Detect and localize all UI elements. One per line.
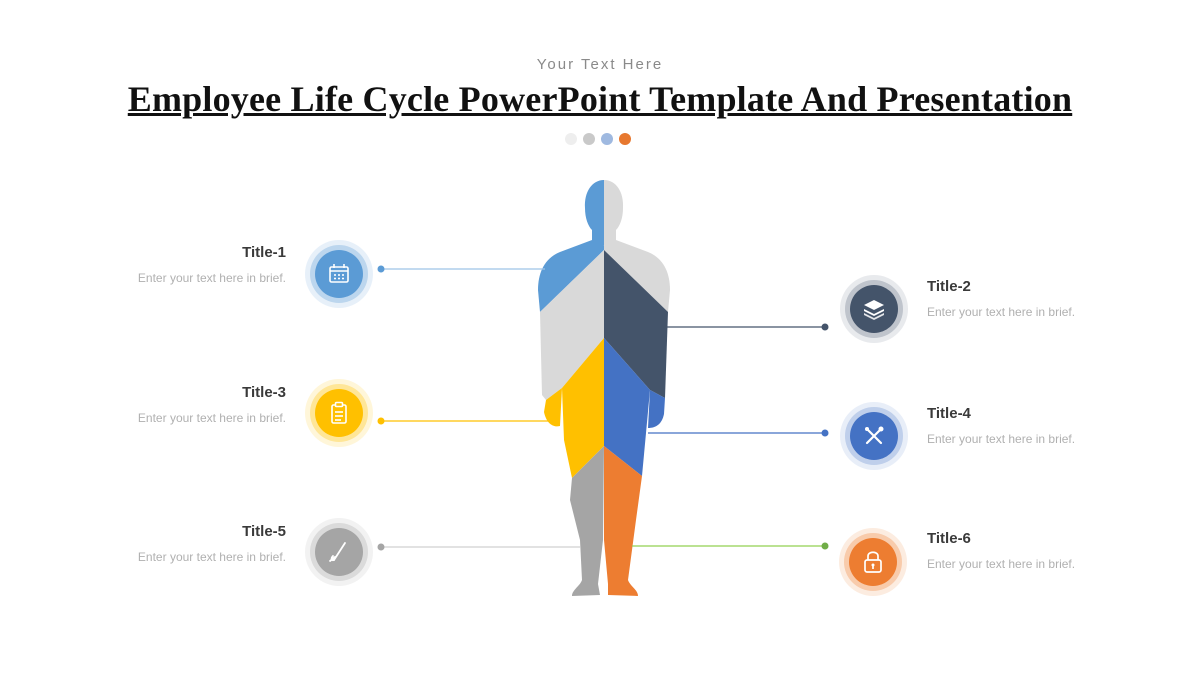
item-title: Title-4 [927, 405, 971, 422]
item-title: Title-1 [242, 244, 286, 261]
icon-badge-title-3 [305, 379, 373, 447]
item-text: Enter your text here in brief. [927, 305, 1076, 319]
icon-badge-title-2 [840, 275, 908, 343]
item-title-5: Title-5 Enter your text here in brief. [60, 523, 286, 564]
tools-icon [865, 426, 884, 445]
calendar-icon [329, 264, 349, 283]
figure-hip-right [604, 338, 650, 476]
indicator-dot [565, 133, 577, 145]
connector-dot-title-2 [821, 323, 829, 331]
figure-hip-left [562, 338, 604, 478]
icon-badge-title-6 [839, 528, 907, 596]
connector-dot-title-3 [377, 417, 385, 425]
figure-hand-left [544, 388, 562, 427]
figure-hand-right [648, 390, 665, 428]
item-title: Title-5 [242, 523, 286, 540]
subtitle: Your Text Here [536, 56, 664, 73]
figure-shoulder-left [538, 240, 604, 312]
item-text: Enter your text here in brief. [137, 550, 286, 564]
connector-dot-title-5 [377, 543, 385, 551]
item-text: Enter your text here in brief. [927, 432, 1076, 446]
item-title-3: Title-3 Enter your text here in brief. [60, 384, 286, 425]
lock-icon [864, 551, 882, 573]
figure-chest-right [604, 250, 668, 398]
connector-dot-title-1 [377, 265, 385, 273]
item-title: Title-2 [927, 278, 971, 295]
pen-icon [329, 542, 346, 562]
item-title-6: Title-6 Enter your text here in brief. [927, 530, 1167, 571]
item-title-1: Title-1 Enter your text here in brief. [60, 244, 286, 285]
item-title-4: Title-4 Enter your text here in brief. [927, 405, 1167, 446]
indicator-dot [619, 133, 631, 145]
clipboard-icon [331, 401, 347, 424]
figure-shoulder-right [604, 240, 670, 312]
icon-badge-title-4 [840, 402, 908, 470]
icon-badge-title-5 [305, 518, 373, 586]
item-text: Enter your text here in brief. [137, 271, 286, 285]
indicator-dots [565, 133, 631, 145]
figure-head-left [584, 180, 604, 246]
connector-lines [377, 265, 829, 551]
connector-dot-title-6 [821, 542, 829, 550]
layers-icon [864, 300, 884, 320]
indicator-dot [601, 133, 613, 145]
figure-leg-right [604, 446, 642, 596]
item-text: Enter your text here in brief. [927, 557, 1076, 571]
item-text: Enter your text here in brief. [137, 411, 286, 425]
icon-badge-title-1 [305, 240, 373, 308]
item-title: Title-3 [242, 384, 286, 401]
indicator-dot [583, 133, 595, 145]
figure-head-right [604, 180, 624, 246]
human-figure [538, 180, 670, 596]
page-title: Employee Life Cycle PowerPoint Template … [127, 79, 1073, 119]
item-title: Title-6 [927, 530, 971, 547]
item-title-2: Title-2 Enter your text here in brief. [927, 278, 1167, 319]
connector-dot-title-4 [821, 429, 829, 437]
figure-chest-left [540, 250, 604, 400]
figure-leg-left [570, 446, 604, 596]
